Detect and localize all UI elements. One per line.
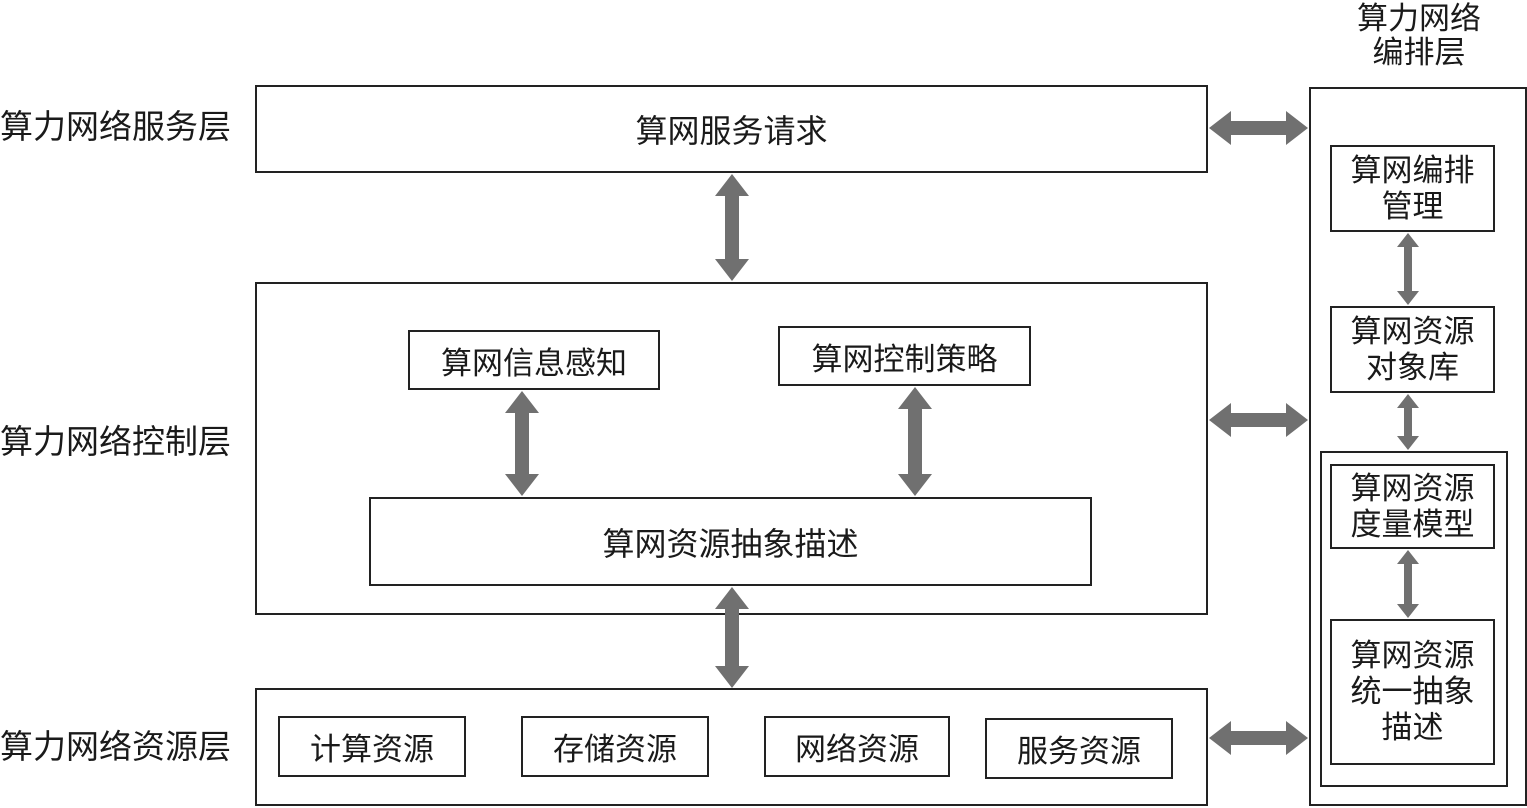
resource-model-group-box [1320,451,1508,787]
unified-line2: 统一抽象 [1350,674,1475,710]
resource-object-library-box: 算网资源 对象库 [1330,306,1495,393]
mgmt-line1: 算网编排 [1350,152,1475,189]
metric-line2: 度量模型 [1350,506,1475,543]
unified-line1: 算网资源 [1350,638,1475,674]
arrow-control-resource [715,587,749,688]
network-resource-box: 网络资源 [764,716,950,777]
orchestration-title-line1: 算力网络 [1357,1,1481,37]
unified-abstract-description-box: 算网资源 统一抽象 描述 [1330,619,1495,765]
abstract-description-box: 算网资源抽象描述 [369,497,1092,586]
arrow-service-control [715,174,749,281]
arrow-perception-abstract [505,391,539,496]
objlib-line1: 算网资源 [1350,313,1475,350]
arrow-objlib-group [1397,394,1419,450]
orchestration-layer-box [1309,87,1527,806]
info-perception-box: 算网信息感知 [408,330,660,390]
unified-line3: 描述 [1381,710,1444,746]
arrow-metric-unified [1397,550,1419,618]
arrow-resource-orchestration [1209,721,1308,755]
compute-resource-box: 计算资源 [278,716,466,777]
service-request-box: 算网服务请求 [255,85,1208,173]
control-strategy-box: 算网控制策略 [778,326,1031,386]
metric-line1: 算网资源 [1350,470,1475,507]
orchestration-mgmt-box: 算网编排 管理 [1330,145,1495,232]
objlib-line2: 对象库 [1366,349,1459,386]
arrow-strategy-abstract [898,387,932,496]
arrow-service-orchestration [1209,111,1308,145]
resource-layer-box [255,688,1208,806]
arrow-mgmt-objlib [1397,233,1419,305]
storage-resource-box: 存储资源 [521,716,709,777]
arrow-control-orchestration [1209,403,1308,437]
control-layer-label: 算力网络控制层 [0,422,231,461]
service-resource-box: 服务资源 [985,718,1173,779]
resource-layer-label: 算力网络资源层 [0,727,231,766]
resource-metric-model-box: 算网资源 度量模型 [1330,464,1495,549]
orchestration-layer-title: 算力网络 编排层 [1310,2,1527,70]
mgmt-line2: 管理 [1381,188,1444,225]
orchestration-title-line2: 编排层 [1372,35,1466,71]
service-layer-label: 算力网络服务层 [0,107,231,146]
